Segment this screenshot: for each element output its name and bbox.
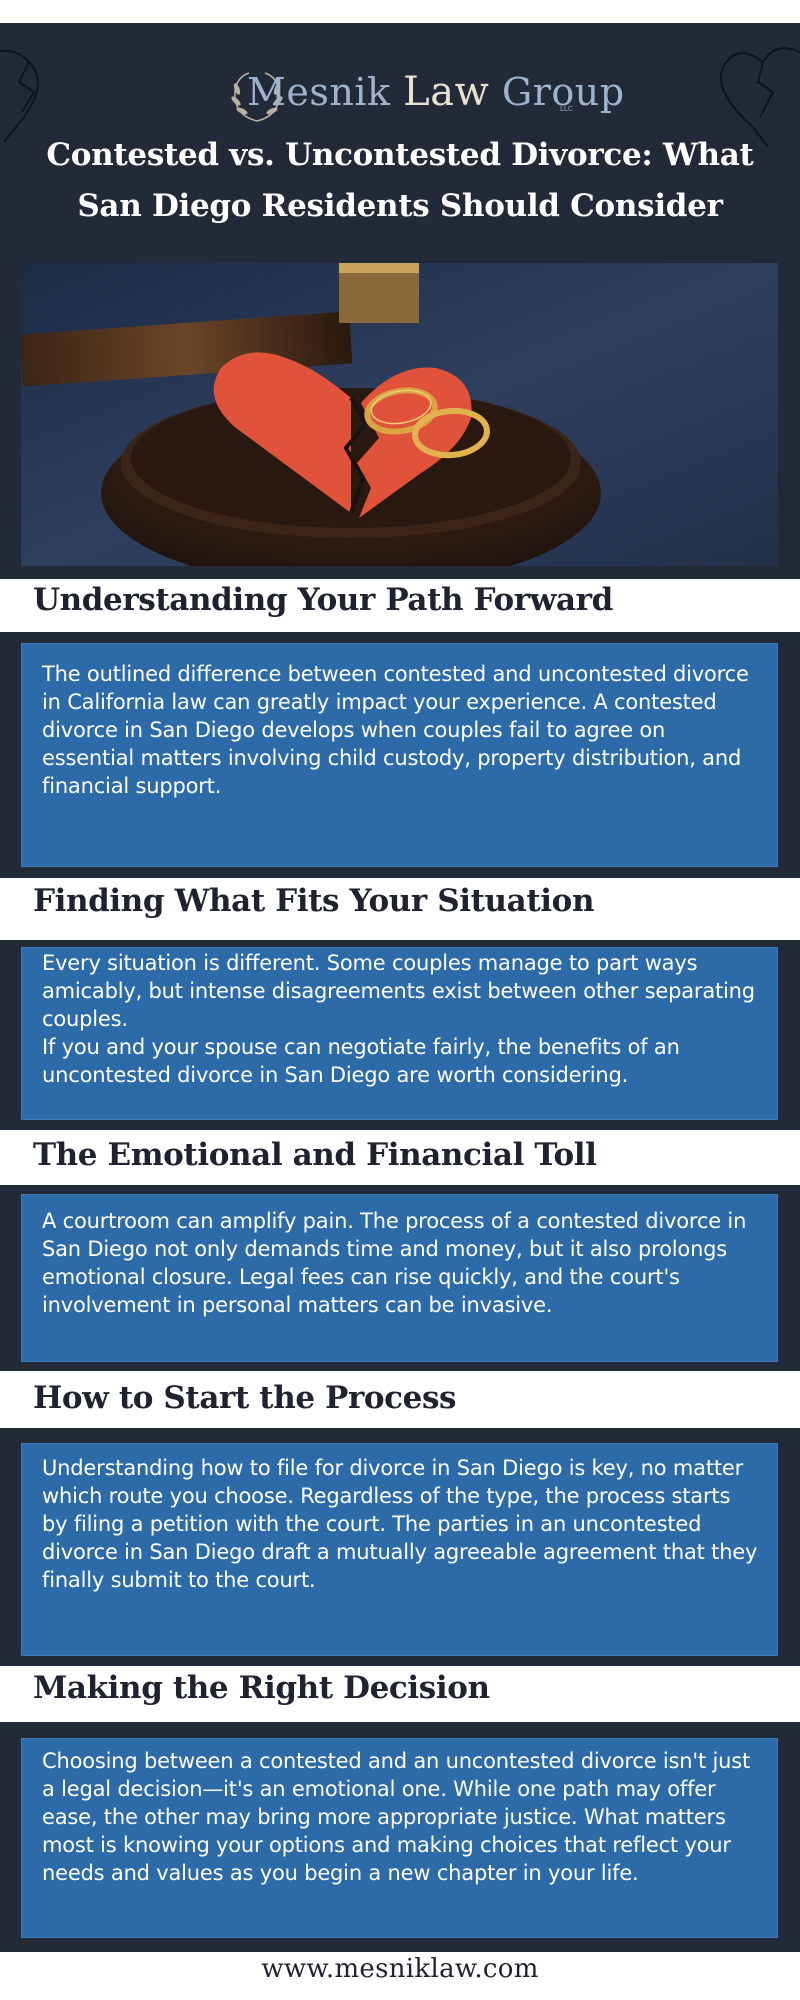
broken-heart-outline-icon [720, 47, 800, 147]
section-content-box: Every situation is different. Some coupl… [21, 947, 778, 1120]
section-paragraph: Every situation is different. Some coupl… [42, 951, 755, 1031]
section-heading-finding-fit: Finding What Fits Your Situation [33, 883, 595, 919]
hero-image-gavel-broken-heart [21, 263, 778, 566]
page-title: Contested vs. Uncontested Divorce: What … [20, 130, 780, 232]
section-paragraph: The outlined difference between conteste… [42, 662, 749, 798]
section-paragraph: Choosing between a contested and an unco… [42, 1749, 750, 1885]
brand-logo[interactable]: Mesnik Law Group LLC [0, 65, 800, 125]
section-content-box: Understanding how to file for divorce in… [21, 1443, 778, 1656]
footer-website-link[interactable]: www.mesniklaw.com [261, 1954, 539, 1984]
title-line-2: San Diego Residents Should Consider [77, 188, 723, 224]
section-paragraph: If you and your spouse can negotiate fai… [42, 1035, 680, 1087]
laurel-wreath-icon [231, 72, 283, 122]
broken-heart-outline-icon [0, 49, 39, 143]
header-banner: Mesnik Law Group LLC Contested vs. Uncon… [0, 23, 800, 579]
section-heading-start-process: How to Start the Process [33, 1380, 457, 1416]
section-heading-emotional-toll: The Emotional and Financial Toll [33, 1137, 597, 1173]
section-content-box: A courtroom can amplify pain. The proces… [21, 1194, 778, 1362]
brand-trademark: LLC [560, 105, 573, 113]
brand-name-part3: Group [501, 70, 625, 114]
section-paragraph: A courtroom can amplify pain. The proces… [42, 1209, 747, 1317]
title-line-1: Contested vs. Uncontested Divorce: What [46, 137, 754, 173]
section-paragraph: Understanding how to file for divorce in… [42, 1456, 758, 1592]
section-content-box: Choosing between a contested and an unco… [21, 1738, 778, 1938]
section-content-box: The outlined difference between conteste… [21, 643, 778, 867]
section-heading-path-forward: Understanding Your Path Forward [33, 582, 613, 618]
brand-wordmark: Mesnik Law Group [247, 69, 625, 115]
section-heading-right-decision: Making the Right Decision [33, 1670, 490, 1706]
brand-name-part1: Mesnik [247, 70, 391, 114]
brand-name-part2: Law [403, 69, 490, 115]
